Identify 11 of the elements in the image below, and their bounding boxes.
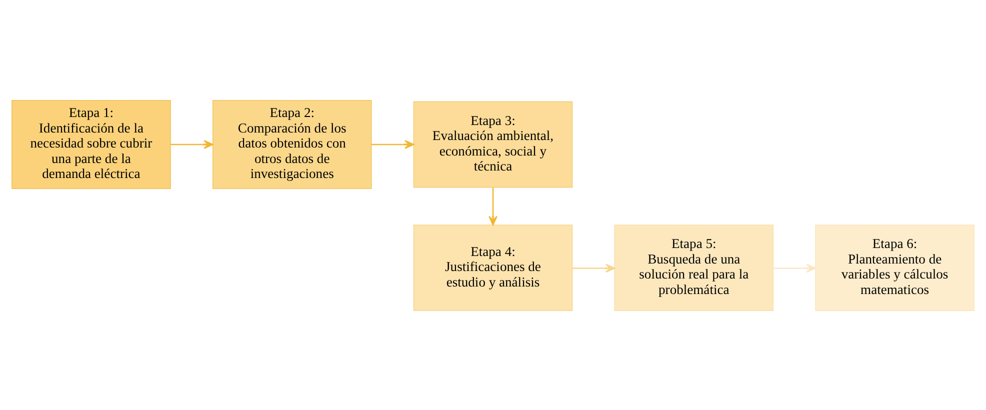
node-box: Etapa 2: Comparación de los datos obtenidos con otros datos de investigaciones bbox=[212, 99, 372, 188]
arrow bbox=[773, 263, 816, 272]
node-box: Etapa 3: Evaluación ambiental, económica, social y técnica bbox=[413, 100, 573, 188]
arrow bbox=[488, 187, 498, 226]
node-box: Etapa 5: Busqueda de una solución real para la problemática bbox=[614, 224, 774, 311]
arrow bbox=[572, 263, 616, 272]
arrow bbox=[372, 140, 414, 148]
node-box: Etapa 4: Justificaciones de estudio y análisis bbox=[413, 224, 573, 311]
arrow bbox=[170, 140, 214, 148]
node-box: Etapa 6: Planteamiento de variables y cálculos matematicos bbox=[815, 224, 974, 311]
node-box: Etapa 1: Identificación de la necesidad sobre cubrir una parte de la demanda eléctrica bbox=[12, 99, 171, 188]
